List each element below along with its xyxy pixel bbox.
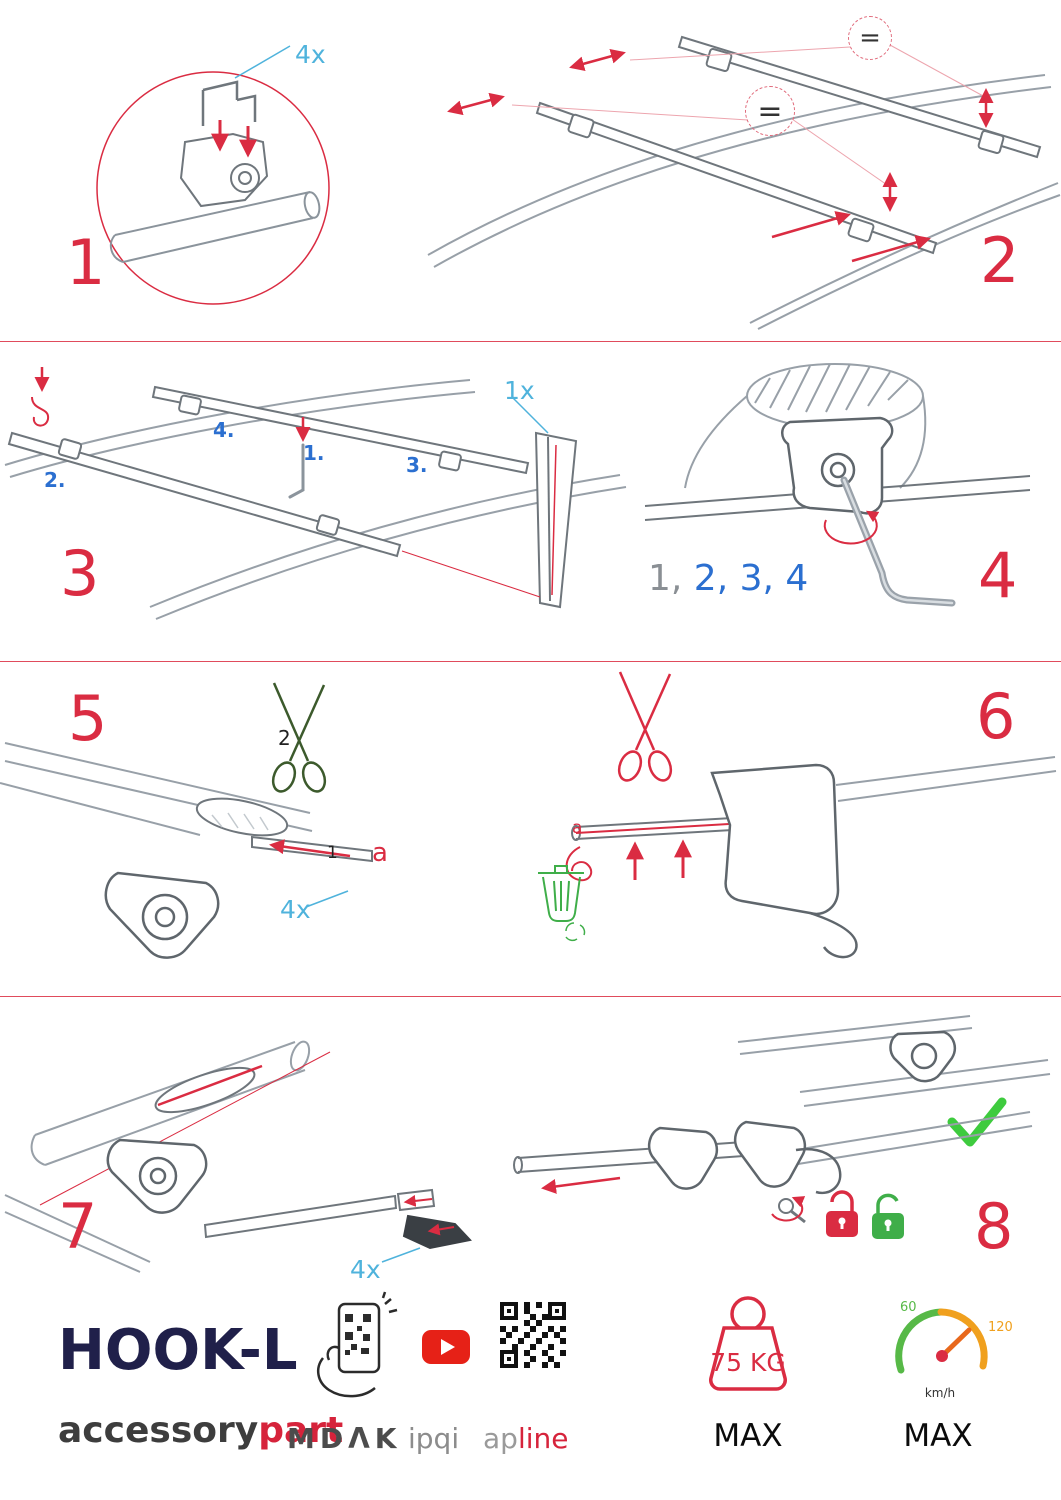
brand-logo: accessorypart bbox=[58, 1410, 343, 1451]
step6-label-a: a bbox=[572, 818, 583, 838]
section-divider-3 bbox=[0, 996, 1061, 997]
logo-ipqi: ipqi bbox=[408, 1422, 460, 1455]
weight-limit-value: 75 KG bbox=[710, 1348, 786, 1377]
step2-number: 2 bbox=[980, 224, 1020, 297]
brand-gray-part: accessory bbox=[58, 1410, 259, 1451]
step5-label-2: 2 bbox=[278, 726, 291, 750]
step5-number: 5 bbox=[68, 682, 108, 755]
step5-quantity-label: 4x bbox=[280, 895, 311, 924]
check-icon bbox=[947, 1097, 1007, 1147]
step3-quantity-label: 1x bbox=[504, 376, 535, 405]
step4-sequence-text: 1, 2, 3, 4 bbox=[648, 558, 808, 599]
speed-unit-label: km/h bbox=[924, 1386, 956, 1400]
step5-illustration bbox=[0, 682, 373, 959]
step3-sub-label-1: 1. bbox=[303, 441, 325, 465]
unlocked-icon bbox=[872, 1193, 904, 1239]
youtube-icon bbox=[422, 1330, 470, 1364]
step6-number: 6 bbox=[976, 680, 1016, 753]
brand-red-part: part bbox=[258, 1410, 344, 1451]
step8-number: 8 bbox=[974, 1190, 1014, 1263]
step5-label-1: 1 bbox=[327, 843, 338, 863]
weight-max-label: MAX bbox=[713, 1418, 783, 1454]
step1-quantity-label: 4x bbox=[295, 40, 326, 69]
scissors-icon bbox=[271, 682, 327, 793]
step4-illustration bbox=[644, 363, 1031, 607]
logo-mdak: MDΛK bbox=[287, 1422, 402, 1455]
step8-illustration bbox=[513, 1015, 1051, 1239]
step3-number: 3 bbox=[60, 537, 100, 610]
step5-label-a: a bbox=[372, 838, 388, 868]
step6-illustration bbox=[538, 671, 1057, 959]
product-name: HOOK-L bbox=[58, 1318, 298, 1383]
speed-low-label: 60 bbox=[900, 1300, 917, 1315]
equal-spacing-badge-2: = bbox=[745, 86, 795, 136]
step3-sub-label-2: 2. bbox=[44, 468, 66, 492]
step4-sequence-first: 1, bbox=[648, 558, 683, 599]
step7-illustration bbox=[4, 1040, 472, 1273]
logo-apline-red: line bbox=[517, 1422, 569, 1455]
step1-illustration bbox=[96, 45, 330, 305]
key-icon bbox=[771, 1196, 806, 1224]
section-divider-1 bbox=[0, 341, 1061, 342]
weight-limit-icon bbox=[709, 1296, 787, 1391]
speed-limit-icon bbox=[895, 1308, 988, 1374]
logo-apline: apline bbox=[483, 1422, 568, 1455]
trash-icon bbox=[538, 865, 584, 922]
speed-high-label: 120 bbox=[988, 1320, 1013, 1335]
step7-quantity-label: 4x bbox=[350, 1255, 381, 1284]
step1-number: 1 bbox=[66, 226, 106, 299]
step2-illustration bbox=[427, 35, 1061, 330]
speed-max-label: MAX bbox=[903, 1418, 973, 1454]
step7-number: 7 bbox=[58, 1190, 98, 1263]
phone-qr-icon bbox=[316, 1291, 398, 1398]
section-divider-2 bbox=[0, 661, 1061, 662]
equal-spacing-badge-1: = bbox=[848, 16, 892, 60]
locked-icon bbox=[826, 1190, 858, 1237]
logo-apline-gray: ap bbox=[483, 1422, 518, 1455]
step3-sub-label-4: 4. bbox=[213, 418, 235, 442]
recycle-icon bbox=[565, 922, 586, 942]
qr-code bbox=[500, 1302, 566, 1368]
step4-number: 4 bbox=[978, 539, 1018, 612]
scissors-icon bbox=[617, 671, 673, 782]
step3-illustration bbox=[4, 367, 627, 620]
step4-sequence-rest: 2, 3, 4 bbox=[682, 558, 809, 599]
step3-sub-label-3: 3. bbox=[406, 453, 428, 477]
